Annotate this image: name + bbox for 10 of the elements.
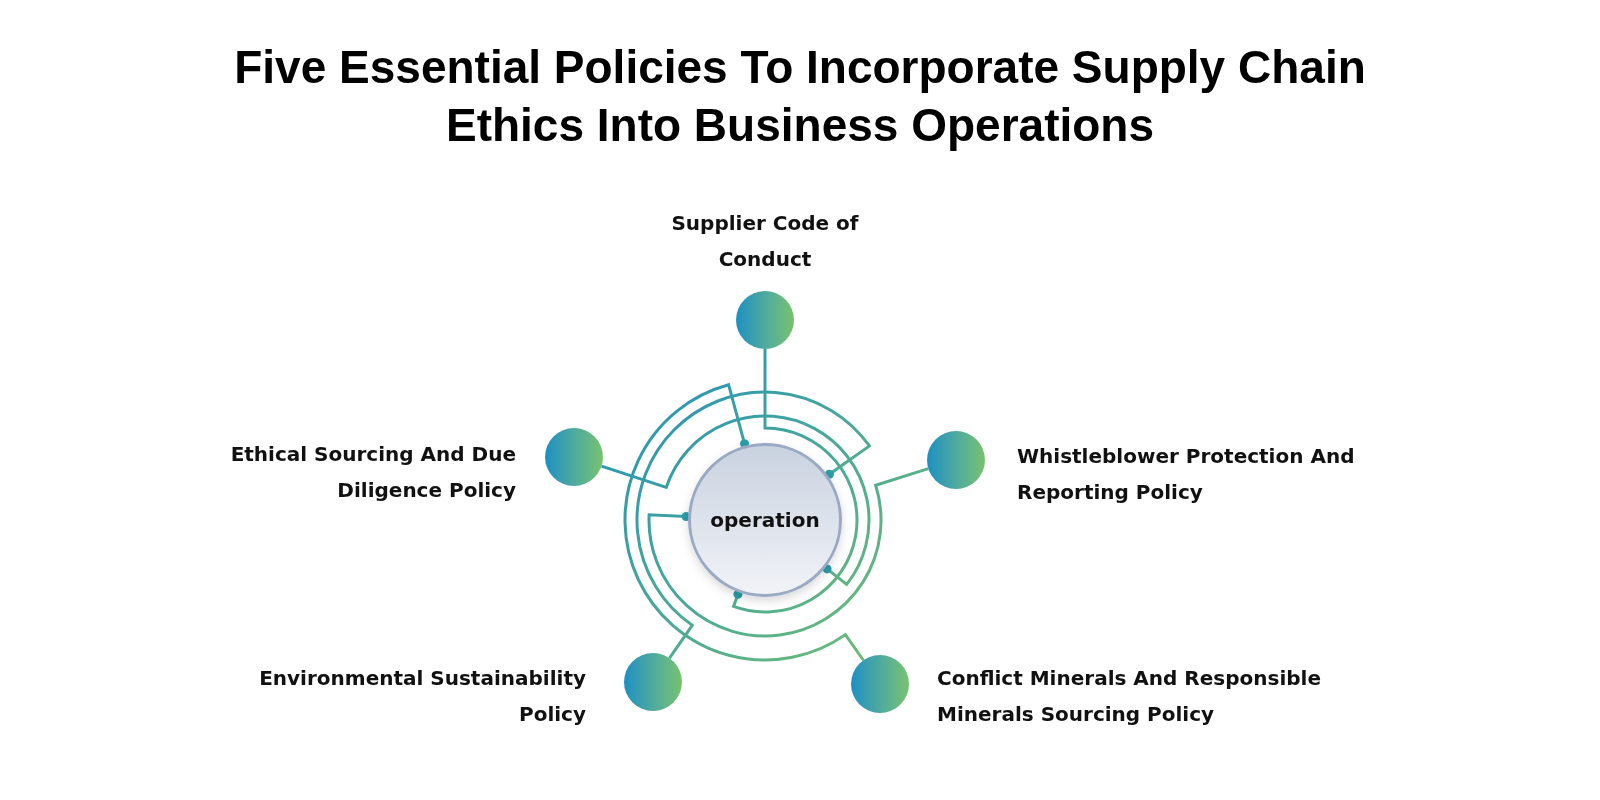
policy-label: Whistleblower Protection And Reporting Policy — [1017, 443, 1356, 506]
policy-label: Supplier Code of Conduct — [670, 210, 860, 273]
policy-label: Environmental Sustainability Policy — [258, 665, 586, 728]
spiral-connector — [647, 467, 929, 638]
policy-label: Conflict Minerals And Responsible Minerals Sourcing Policy — [937, 665, 1322, 728]
spiral-connector — [732, 349, 859, 614]
center-label: operation — [710, 507, 820, 534]
spiral-connector — [601, 414, 871, 586]
policy-label: Ethical Sourcing And Due Diligence Policy — [229, 441, 516, 504]
title: Five Essential Policies To Incorporate Supply Chain Ethics Into Business Operations — [233, 40, 1367, 153]
